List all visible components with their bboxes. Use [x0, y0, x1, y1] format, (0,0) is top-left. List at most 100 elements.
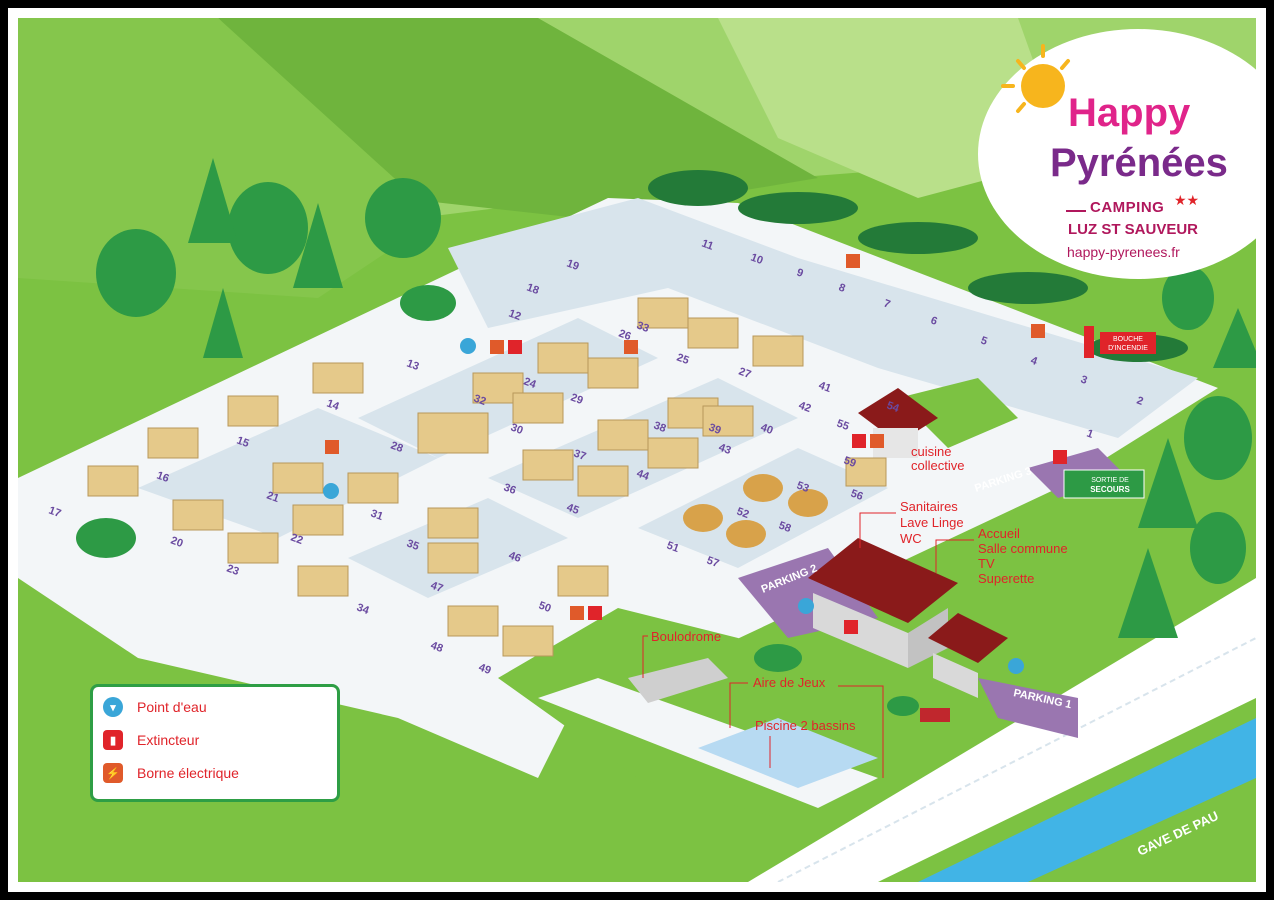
hydrant-sign-line1: BOUCHE: [1113, 336, 1143, 343]
extinguisher-icon: [588, 606, 602, 620]
pitch-number: 55: [835, 418, 851, 433]
pitch-number: 8: [837, 282, 847, 295]
pitch-number: 4: [1029, 355, 1040, 369]
sun-icon: [1021, 64, 1065, 108]
pitch-number: 49: [477, 662, 493, 677]
reception-building: [808, 538, 1008, 698]
sanitary-label-line1: Sanitaires: [900, 499, 958, 514]
legend-row-electric: ⚡ Borne électrique: [103, 761, 239, 785]
brand-url: happy-pyrenees.fr: [1067, 244, 1180, 260]
pitch-number: 56: [849, 488, 865, 503]
water-point-icon: [1008, 658, 1024, 674]
electric-terminal-icon: [325, 440, 339, 454]
pitch-number: 18: [525, 282, 541, 297]
pitch-number: 37: [572, 448, 588, 463]
pitch-strip-north: [448, 198, 1198, 438]
campsite-plan: 1234567891011121314151617181920212223242…: [18, 18, 1256, 882]
electric-terminal-icon: [1031, 324, 1045, 338]
pitch-number: 16: [155, 470, 171, 485]
pitch-number: 12: [507, 308, 523, 323]
extinguisher-icon: [852, 434, 866, 448]
pitch-number: 5: [979, 335, 989, 348]
boulodrome-label: Boulodrome: [651, 629, 721, 644]
electric-terminal-icon: [870, 434, 884, 448]
pitch-number: 39: [707, 422, 723, 437]
electric-terminal-icon: [846, 254, 860, 268]
pitch-number: 52: [735, 506, 751, 521]
pitch-number: 27: [737, 366, 753, 381]
pitch-number: 33: [635, 320, 651, 335]
pitch-number: 30: [509, 422, 525, 437]
electric-terminal-icon: [570, 606, 584, 620]
pitch-number: 36: [502, 482, 518, 497]
water-point-icon: [460, 338, 476, 354]
emergency-exit-sign: SORTIE DE SECOURS: [1063, 469, 1145, 499]
pitch-number: 53: [795, 480, 811, 495]
pitch-number: 24: [522, 376, 538, 392]
hydrant-sign-line2: D'INCENDIE: [1108, 345, 1148, 352]
pitch-number: 35: [405, 538, 421, 553]
kitchen-label-line1: cuisine: [911, 444, 951, 459]
kitchen-label-line2: collective: [911, 458, 964, 473]
legend-row-extinguisher: ▮ Extincteur: [103, 728, 199, 752]
pitch-number: 2: [1135, 395, 1145, 408]
water-point-icon: [323, 483, 339, 499]
sanitary-label-line2: Lave Linge: [900, 515, 964, 530]
extinguisher-icon: ▮: [103, 730, 123, 750]
pitch-block-east: [638, 448, 888, 568]
pitch-numbers: 1234567891011121314151617181920212223242…: [47, 238, 1145, 677]
electric-terminal-icon: ⚡: [103, 763, 123, 783]
hillside: [18, 18, 438, 298]
pitch-number: 46: [507, 550, 523, 565]
pitch-number: 23: [225, 563, 241, 578]
pitch-number: 29: [569, 392, 585, 407]
reception-label-line1: Accueil: [978, 526, 1020, 541]
reception-label-line3: TV: [978, 556, 995, 571]
pitch-number: 34: [355, 602, 371, 618]
pitch-number: 58: [777, 520, 793, 535]
brand-title-line2: Pyrénées: [1050, 141, 1228, 185]
extinguisher-icon: [844, 620, 858, 634]
tents: [683, 474, 828, 548]
pitch-number: 47: [429, 580, 445, 595]
kitchen-building: [858, 388, 938, 458]
pitch-number: 31: [369, 508, 385, 523]
pitch-number: 48: [429, 640, 445, 655]
main-road: [748, 578, 1256, 882]
pitch-number: 45: [565, 502, 581, 517]
entrance-barrier: [920, 708, 950, 722]
pitch-number: 15: [235, 435, 251, 450]
pitch-number: 38: [652, 420, 668, 435]
reception-label-line2: Salle commune: [978, 541, 1068, 556]
pitch-number: 54: [885, 400, 901, 416]
water-point-icon: ▾: [103, 697, 123, 717]
pitch-number: 11: [700, 238, 715, 253]
pitch-number: 14: [325, 398, 341, 414]
pitch-number: 28: [389, 440, 405, 455]
extinguisher-icon: [1053, 450, 1067, 464]
pitch-number: 40: [759, 422, 775, 437]
legend-row-water: ▾ Point d'eau: [103, 695, 207, 719]
playground-label: Aire de Jeux: [753, 675, 826, 690]
legend-label-extinguisher: Extincteur: [137, 732, 200, 748]
sanitary-label-line3: WC: [900, 531, 922, 546]
legend-label-electric: Borne électrique: [137, 765, 239, 781]
brand-logo: Happy Pyrénées: [958, 26, 1256, 296]
pitch-number: 57: [705, 555, 721, 570]
pitch-number: 13: [405, 358, 421, 373]
pitch-number: 22: [289, 532, 305, 547]
extinguisher-icon: [508, 340, 522, 354]
boulodrome-court: [628, 658, 728, 703]
brand-stars: ★★: [1174, 192, 1200, 208]
legend-label-water: Point d'eau: [137, 699, 207, 715]
pitch-number: 59: [842, 455, 858, 470]
exit-sign-line2: SECOURS: [1090, 485, 1130, 494]
pitch-number: 44: [635, 468, 651, 484]
fire-hydrant-icon: [1084, 326, 1094, 358]
water-point-icon: [798, 598, 814, 614]
swimming-pool: [698, 718, 878, 788]
brand-title-line1: Happy: [1068, 91, 1191, 135]
pitch-number: 10: [749, 252, 765, 267]
pitch-number: 26: [617, 328, 633, 343]
